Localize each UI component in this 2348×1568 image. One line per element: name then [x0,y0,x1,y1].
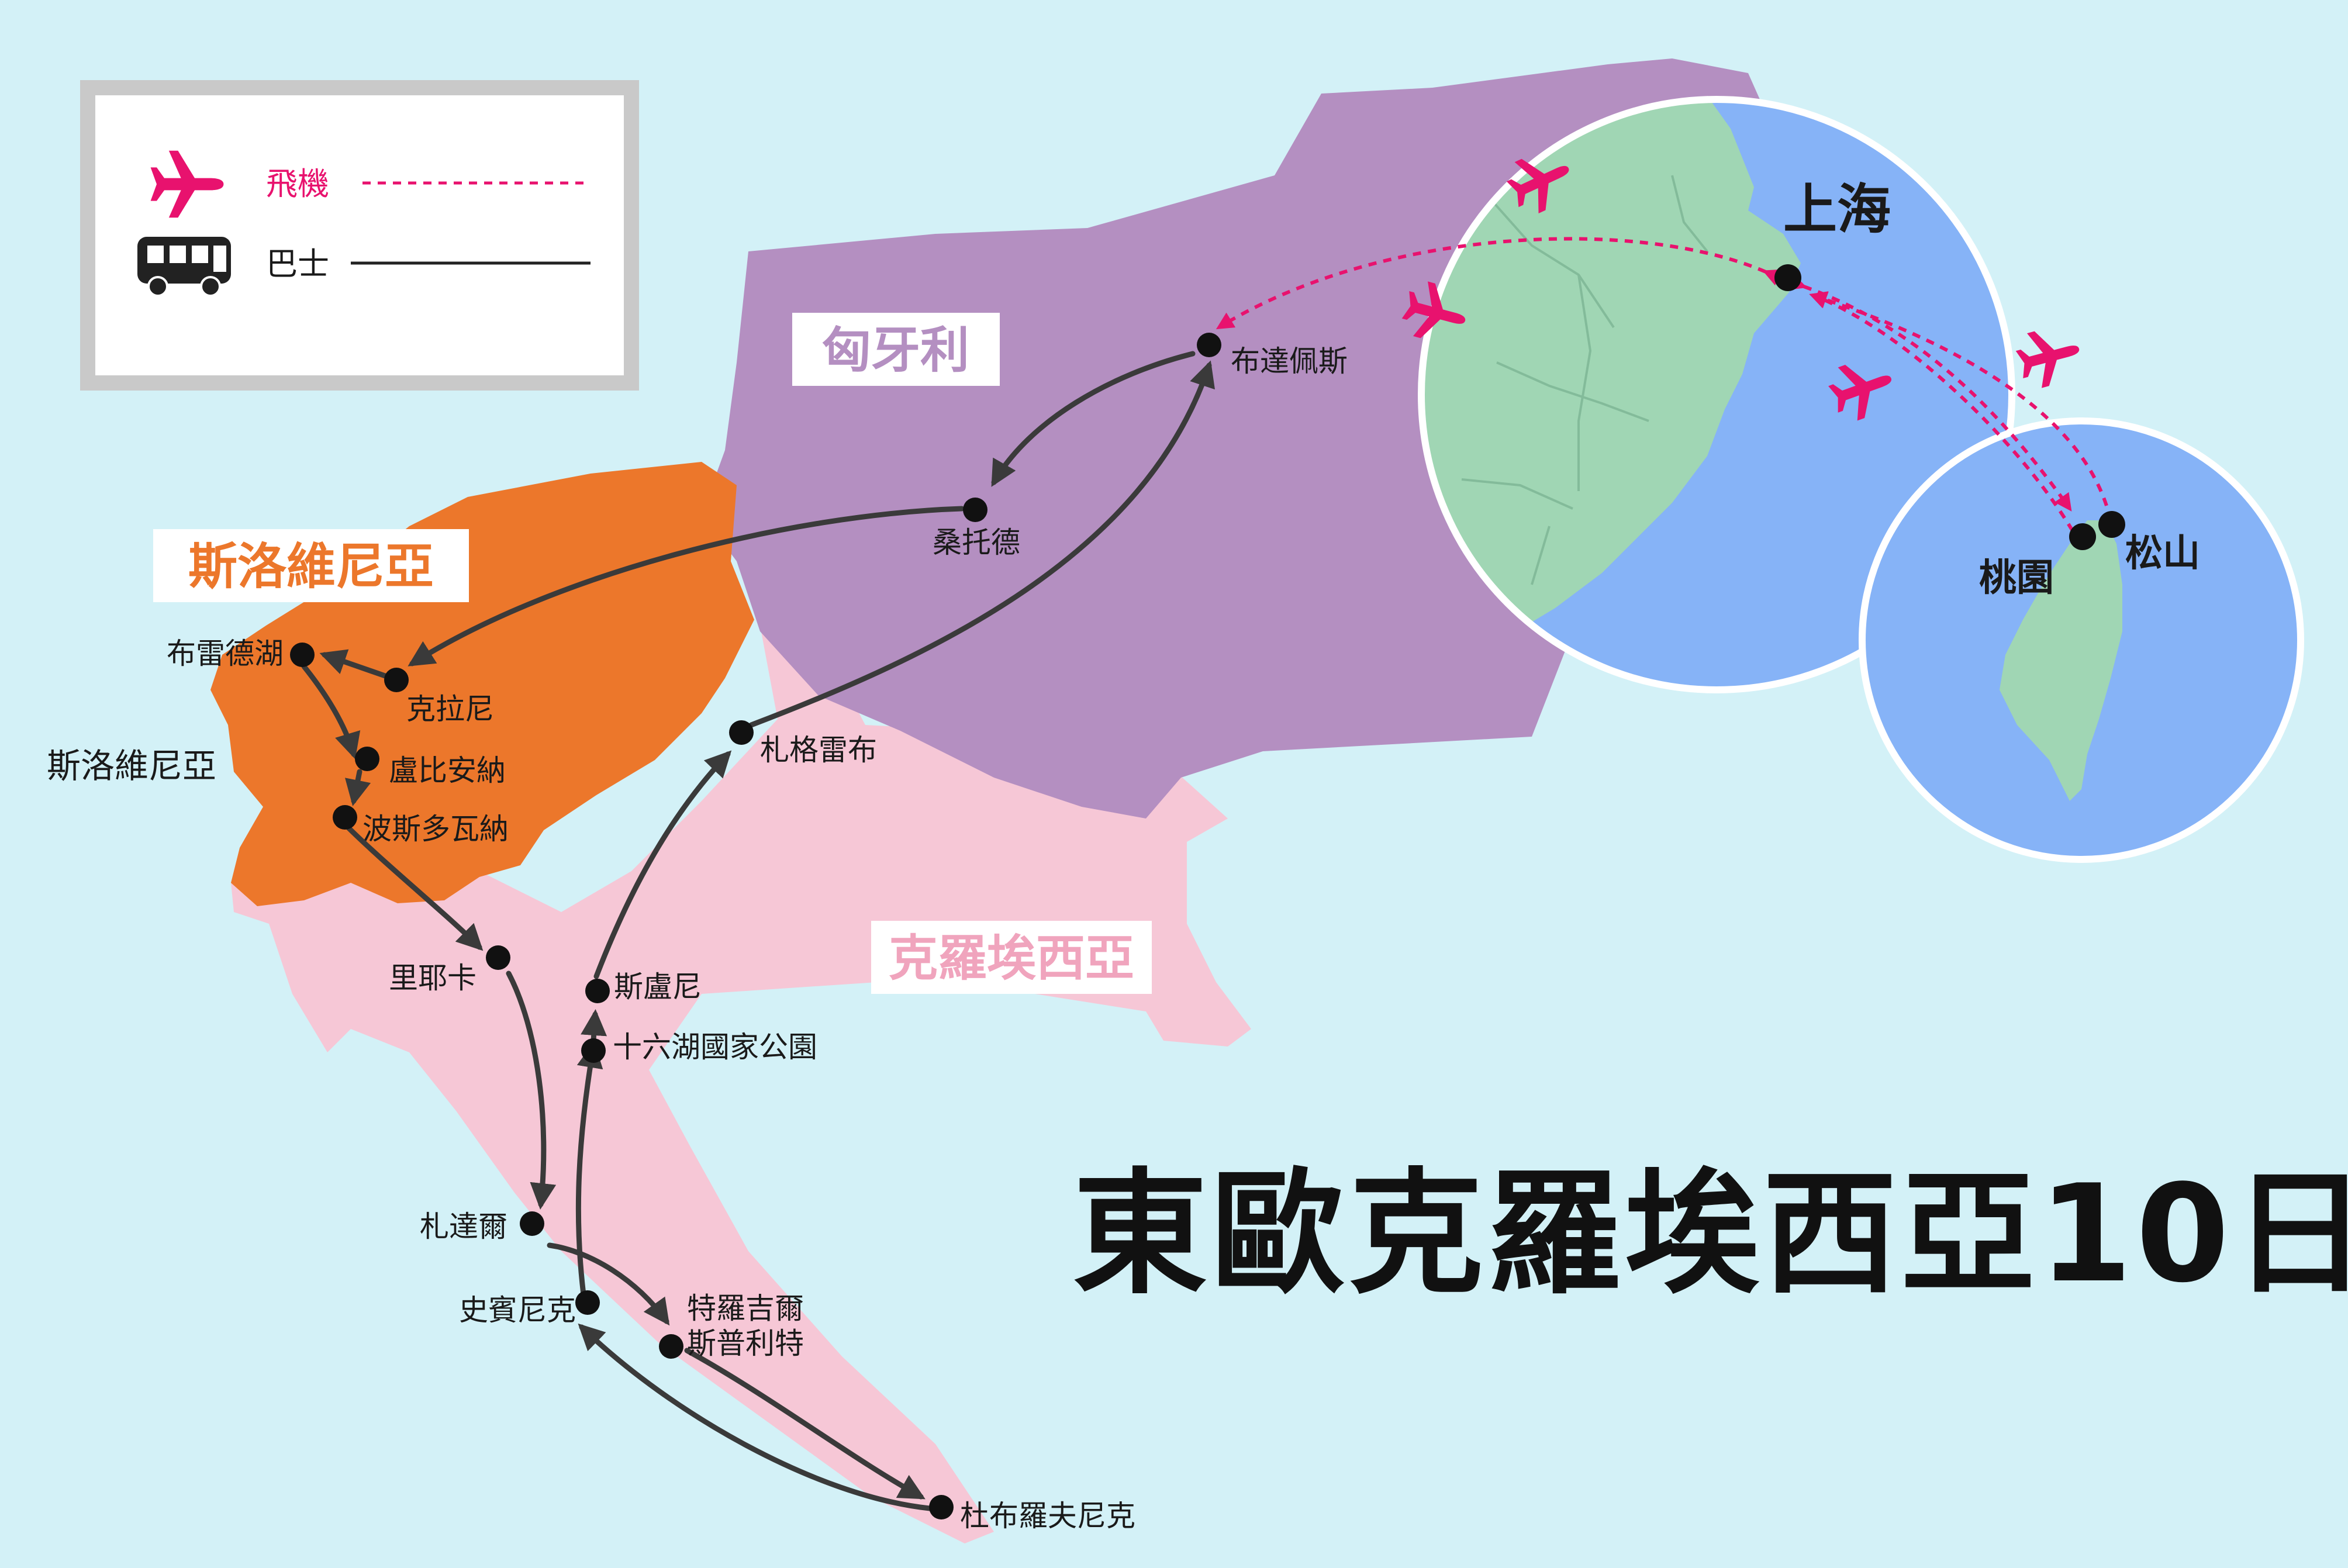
city-dot-ljubljana [355,747,379,771]
city-dot-plitvice [581,1038,606,1063]
city-dot-songshan [2098,511,2125,538]
city-label-songshan: 松山 [2125,532,2200,575]
city-label-zagreb: 札格雷布 [760,733,877,767]
city-label-budapest: 布達佩斯 [1231,344,1348,378]
city-label-sibenik: 史賓尼克 [459,1293,576,1327]
country-croatia [231,626,1251,1543]
city-dot-zadar [520,1211,544,1236]
city-label-slunj: 斯盧尼 [614,970,702,1004]
city-label-plitvice: 十六湖國家公園 [613,1030,817,1064]
city-dot-budapest [1197,333,1221,357]
bus-routes [301,351,1215,1511]
flight-routes [1216,237,2112,532]
city-label-dubrovnik: 杜布羅夫尼克 [960,1499,1135,1533]
city-dot-bled [290,643,315,667]
city-label-rijeka: 里耶卡 [389,961,476,995]
country-label-croatia: 克羅埃西亞 [889,930,1134,987]
inset-taiwan [1859,417,2304,863]
city-dot-postojna [333,805,357,830]
city-label-szentendre: 桑托德 [933,526,1020,559]
city-dot-sibenik [575,1290,600,1315]
legend-bus-label: 巴士 [266,246,329,282]
legend-flight-label: 飛機 [266,165,329,202]
city-dot-rijeka [486,945,510,970]
bus-icon [137,237,231,297]
country-label-slovenia: 斯洛維尼亞 [188,538,434,595]
city-dot-kranj [384,668,409,692]
city-label-zadar: 札達爾 [420,1210,507,1244]
city-dot-dubrovnik [929,1495,954,1519]
city-label-postojna: 波斯多瓦納 [362,812,509,846]
city-dot-taoyuan [2069,523,2096,550]
city-label-ljubljana: 盧比安納 [389,754,506,788]
city-label-shanghai: 上海 [1783,178,1891,241]
city-label-taoyuan: 桃園 [1979,557,2054,600]
city-dot-szentendre [963,498,987,522]
city-label-bled: 布雷德湖 [167,637,284,671]
country-label-hungary: 匈牙利 [822,322,969,379]
region-label-slovenia: 斯洛維尼亞 [47,746,216,786]
city-markers [290,264,2125,1519]
legend: 飛機 巴士 [80,80,639,391]
city-dot-slunj [585,979,610,1003]
inset-china [1418,96,2015,693]
city-dot-shanghai [1774,264,1801,291]
city-labels: 布達佩斯 桑托德 克拉尼 布雷德湖 盧比安納 波斯多瓦納 里耶卡 札達爾 史賓尼… [167,178,2200,1533]
city-dot-split [659,1334,683,1359]
page-title: 東歐克羅埃西亞10日 [1073,1156,2348,1313]
country-labels: 匈牙利 斯洛維尼亞 克羅埃西亞 [153,313,1152,994]
city-label-split: 斯普利特 [687,1327,804,1360]
city-label-trogir: 特羅吉爾 [687,1291,804,1325]
city-dot-zagreb [729,720,754,745]
city-label-kranj: 克拉尼 [406,692,494,726]
